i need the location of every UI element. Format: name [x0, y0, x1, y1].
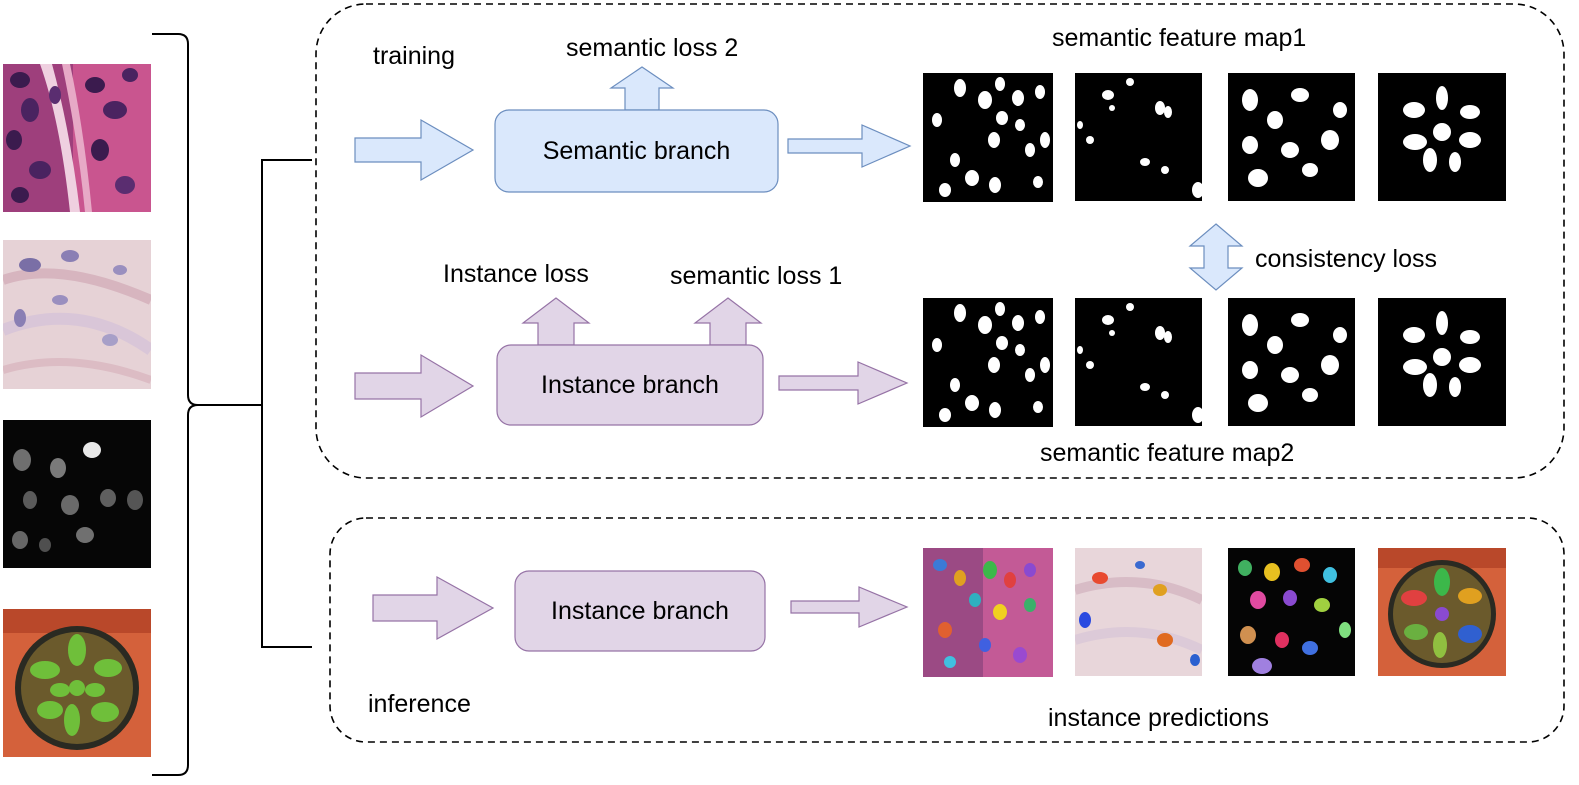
input-image-plant — [3, 609, 151, 757]
instance-prediction-panel-4 — [1378, 548, 1506, 676]
inference-instance-branch-box — [514, 570, 766, 652]
instance-loss-arrow — [521, 297, 591, 346]
instance-predictions-label: instance predictions — [1048, 704, 1269, 732]
semantic-loss2-arrow — [609, 66, 675, 111]
inference-output-arrow — [790, 586, 909, 628]
input-brace — [152, 33, 199, 776]
semantic-feature-map2-label: semantic feature map2 — [1040, 439, 1295, 467]
input-image-he-stain — [3, 64, 151, 212]
instance-output-arrow — [778, 361, 909, 405]
semantic-input-arrow — [354, 118, 475, 182]
semantic-map2-panel-4 — [1378, 298, 1506, 426]
semantic-map1-panel-1 — [923, 73, 1053, 202]
inference-label: inference — [368, 690, 471, 718]
instance-branch-box — [496, 344, 764, 426]
inference-input-arrow — [372, 575, 495, 641]
inference-instance-branch-label: Instance branch — [551, 596, 729, 625]
instance-loss-label: Instance loss — [443, 260, 589, 288]
inference-container — [329, 517, 1565, 743]
semantic-loss-2-label: semantic loss 2 — [566, 34, 739, 62]
semantic-branch-label: Semantic branch — [542, 136, 731, 165]
training-label: training — [373, 42, 455, 70]
semantic-output-arrow — [787, 124, 912, 168]
instance-branch-label: Instance branch — [541, 370, 719, 399]
branch-connector — [261, 159, 312, 648]
semantic-feature-map1-label: semantic feature map1 — [1052, 24, 1307, 52]
semantic-map1-panel-3 — [1228, 73, 1355, 201]
semantic-map2-panel-1 — [923, 298, 1053, 427]
input-image-fluorescence — [3, 420, 151, 568]
consistency-arrow — [1188, 223, 1244, 291]
semantic-map1-panel-2 — [1075, 73, 1204, 201]
semantic-branch-box — [494, 109, 779, 193]
semantic-map2-panel-2 — [1075, 298, 1204, 426]
semantic-map2-panel-3 — [1228, 298, 1355, 426]
semantic-loss-1-label: semantic loss 1 — [670, 262, 843, 290]
semantic-loss1-arrow — [693, 297, 763, 346]
consistency-loss-label: consistency loss — [1255, 245, 1438, 273]
semantic-map1-panel-4 — [1378, 73, 1506, 201]
instance-prediction-panel-1 — [923, 548, 1053, 677]
instance-input-arrow — [354, 353, 475, 419]
input-image-ihc-stain — [3, 240, 151, 389]
instance-prediction-panel-2 — [1075, 548, 1202, 676]
instance-prediction-panel-3 — [1228, 548, 1355, 676]
